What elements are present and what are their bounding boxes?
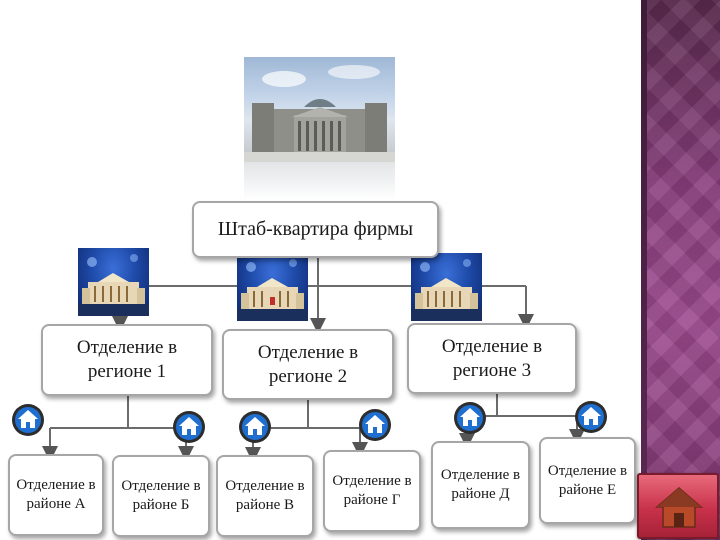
theater-building-icon [78, 248, 149, 316]
district-label: Отделение в районе Б [121, 478, 201, 513]
region-label: Отделение в регионе 1 [76, 337, 178, 382]
headquarters-label: Штаб-квартира фирмы [217, 218, 414, 240]
blue-house-icon [239, 411, 271, 443]
district-box-e: Отделение в районе Е [539, 437, 636, 524]
home-button[interactable] [637, 473, 719, 539]
region-label: Отделение в регионе 2 [257, 341, 359, 387]
blue-house-icon [173, 411, 205, 443]
region-label: Отделение в регионе 3 [441, 335, 543, 381]
building-reflection [244, 162, 395, 200]
district-label: Отделение в районе Д [440, 467, 521, 502]
blue-house-icon [12, 404, 44, 436]
region-box-3: Отделение в регионе 3 [407, 323, 577, 394]
headquarters-box: Штаб-квартира фирмы [192, 201, 439, 258]
home-icon [655, 487, 703, 528]
district-label: Отделение в районе Е [547, 462, 628, 498]
district-box-a: Отделение в районе А [8, 454, 104, 536]
district-box-g: Отделение в районе Г [323, 450, 421, 532]
district-box-b: Отделение в районе Б [112, 455, 210, 537]
theater-building-icon [411, 253, 482, 321]
district-box-d: Отделение в районе Д [431, 441, 530, 529]
blue-house-icon [454, 402, 486, 434]
region-box-1: Отделение в регионе 1 [41, 324, 213, 396]
district-label: Отделение в районе А [16, 477, 96, 512]
district-box-v: Отделение в районе В [216, 455, 314, 537]
district-label: Отделение в районе Г [332, 473, 412, 508]
parliament-building-icon [244, 57, 395, 162]
region-box-2: Отделение в регионе 2 [222, 329, 394, 400]
blue-house-icon [575, 401, 607, 433]
district-label: Отделение в районе В [225, 478, 305, 513]
decorative-side-panel [641, 0, 720, 540]
theater-building-icon [237, 253, 308, 321]
blue-house-icon [359, 409, 391, 441]
panel-edge [641, 0, 647, 540]
